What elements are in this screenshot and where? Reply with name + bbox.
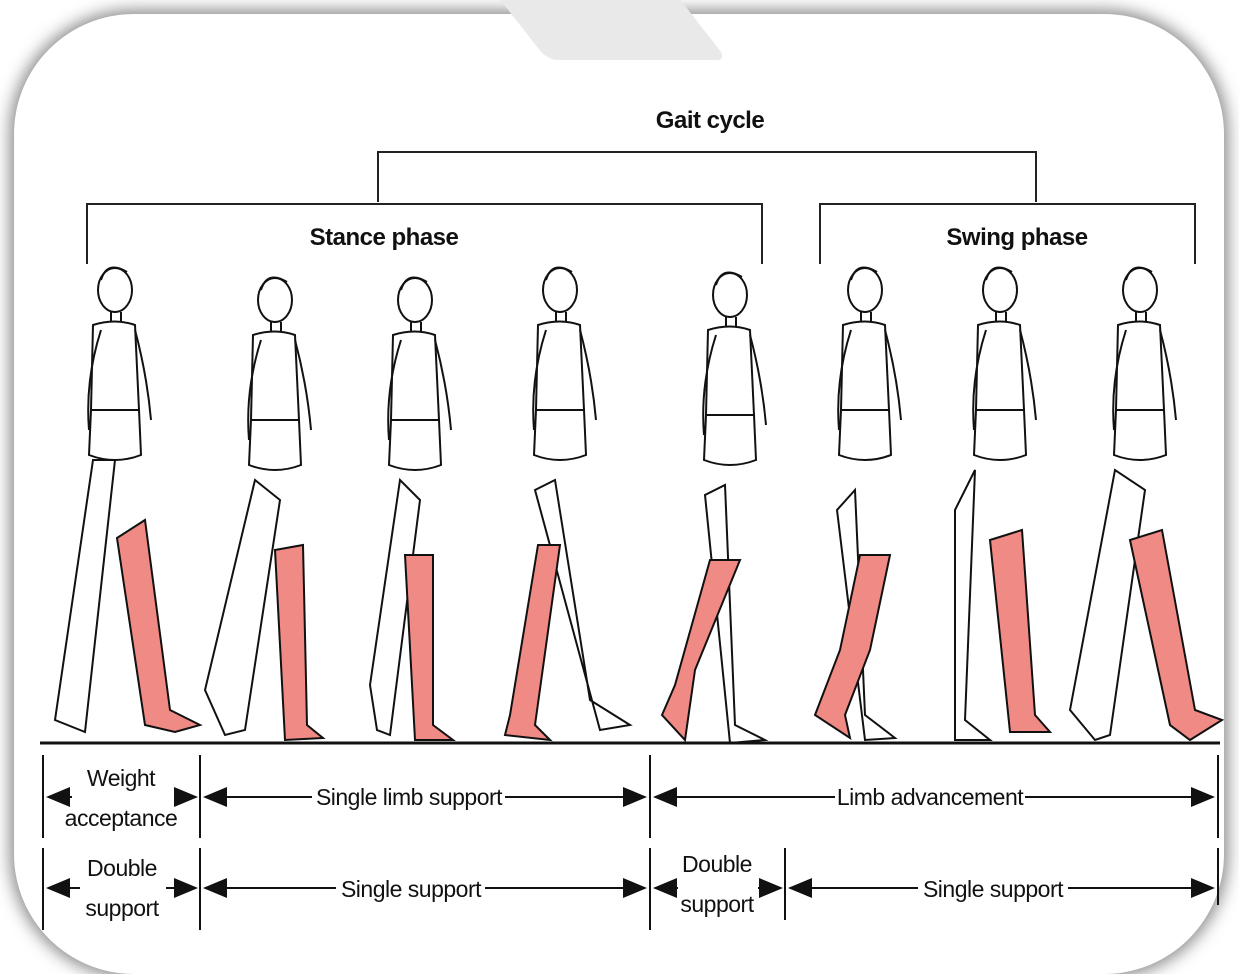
weight-acceptance-label-line2: acceptance: [65, 805, 178, 831]
gait-cycle-bracket: [378, 152, 1036, 202]
weight-acceptance-label-line1: Weight: [87, 765, 156, 791]
phase-separators: [43, 755, 1218, 930]
double-support-2-line2: support: [680, 891, 754, 917]
figure-1: [55, 268, 200, 733]
single-support-2-label: Single support: [923, 876, 1064, 902]
figure-6: [815, 268, 901, 741]
figure-5: [662, 273, 766, 744]
swing-phase-label: Swing phase: [946, 224, 1087, 251]
stance-phase-label: Stance phase: [310, 224, 459, 251]
double-support-2-line1: Double: [682, 851, 752, 877]
gait-cycle-title: Gait cycle: [656, 107, 765, 134]
walking-figures: [55, 268, 1222, 744]
single-limb-support-label: Single limb support: [316, 784, 503, 810]
double-support-1-line1: Double: [87, 855, 157, 881]
double-support-1-line2: support: [85, 895, 159, 921]
figure-2: [205, 278, 323, 741]
figure-7: [955, 268, 1050, 741]
limb-advancement-label: Limb advancement: [837, 784, 1024, 810]
figure-3: [370, 278, 453, 741]
figure-4: [505, 268, 630, 741]
figure-8: [1070, 268, 1222, 741]
single-support-1-label: Single support: [341, 876, 482, 902]
